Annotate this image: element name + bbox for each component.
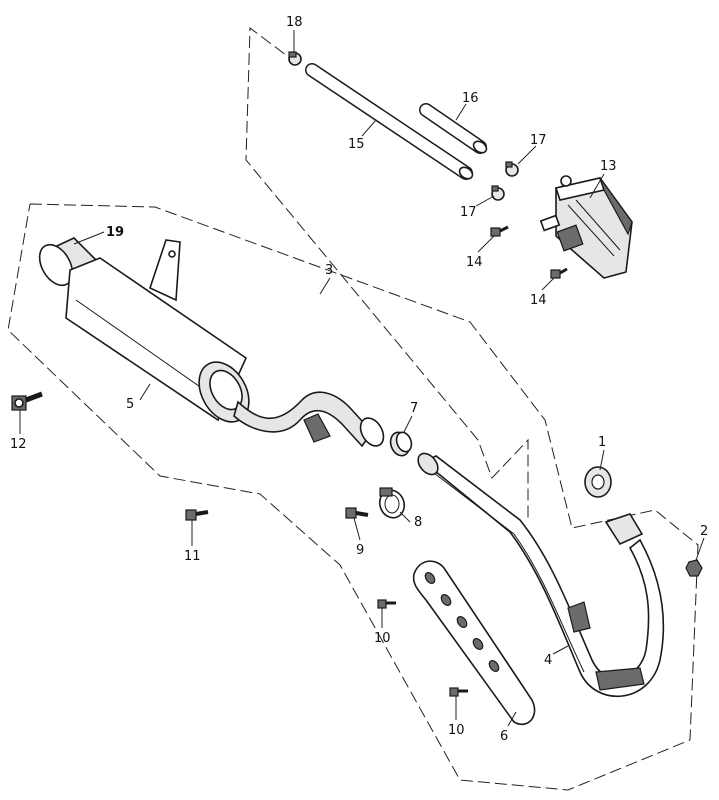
callout-17-lower: 17 <box>460 205 477 220</box>
bolt-icon <box>345 507 369 519</box>
hose-long <box>305 63 474 180</box>
group-outline-exhaust-assembly <box>7 203 699 791</box>
callout-3: 3 <box>325 263 333 278</box>
callout-17-upper: 17 <box>530 133 547 148</box>
small-clamp-icon <box>505 161 519 177</box>
callout-9: 9 <box>356 543 364 558</box>
group-outline-hoses <box>245 27 529 520</box>
hose-clamp-icon <box>288 51 302 66</box>
callout-2: 2 <box>700 524 708 539</box>
header-pipe-icon <box>417 452 665 697</box>
bolt-icon <box>11 391 43 411</box>
callout-11: 11 <box>184 549 201 564</box>
heat-shield-icon <box>412 560 536 725</box>
bolt-icon <box>490 225 509 237</box>
callout-19: 19 <box>106 225 124 240</box>
callout-1: 1 <box>598 435 606 450</box>
hose-short <box>419 103 488 154</box>
callout-4: 4 <box>544 653 552 668</box>
callout-labels: 1 2 3 4 5 6 7 8 9 10 10 11 12 13 14 14 1… <box>10 15 708 744</box>
callout-12: 12 <box>10 437 27 452</box>
callout-18: 18 <box>286 15 303 30</box>
callout-10-lower: 10 <box>448 723 465 738</box>
callout-7: 7 <box>410 401 418 416</box>
muffler-icon <box>38 237 385 448</box>
pipe-clamp-icon <box>378 487 406 519</box>
exhaust-gasket-icon <box>584 466 612 498</box>
callout-5: 5 <box>126 397 134 412</box>
nut-icon <box>685 559 703 577</box>
bolt-icon <box>449 687 468 697</box>
bolt-icon <box>377 599 396 609</box>
callout-14-lower: 14 <box>530 293 547 308</box>
callout-16: 16 <box>462 91 479 106</box>
callout-13: 13 <box>600 159 617 174</box>
callout-6: 6 <box>500 729 508 744</box>
callout-15: 15 <box>348 137 365 152</box>
small-clamp-icon <box>491 185 505 201</box>
callout-10-upper: 10 <box>374 631 391 646</box>
gasket-icon <box>389 431 413 457</box>
callout-14-upper: 14 <box>466 255 483 270</box>
leader-lines <box>19 30 705 727</box>
air-valve-icon <box>539 175 633 279</box>
bolt-icon <box>550 267 568 279</box>
bolt-icon <box>185 509 209 521</box>
callout-8: 8 <box>414 515 422 530</box>
